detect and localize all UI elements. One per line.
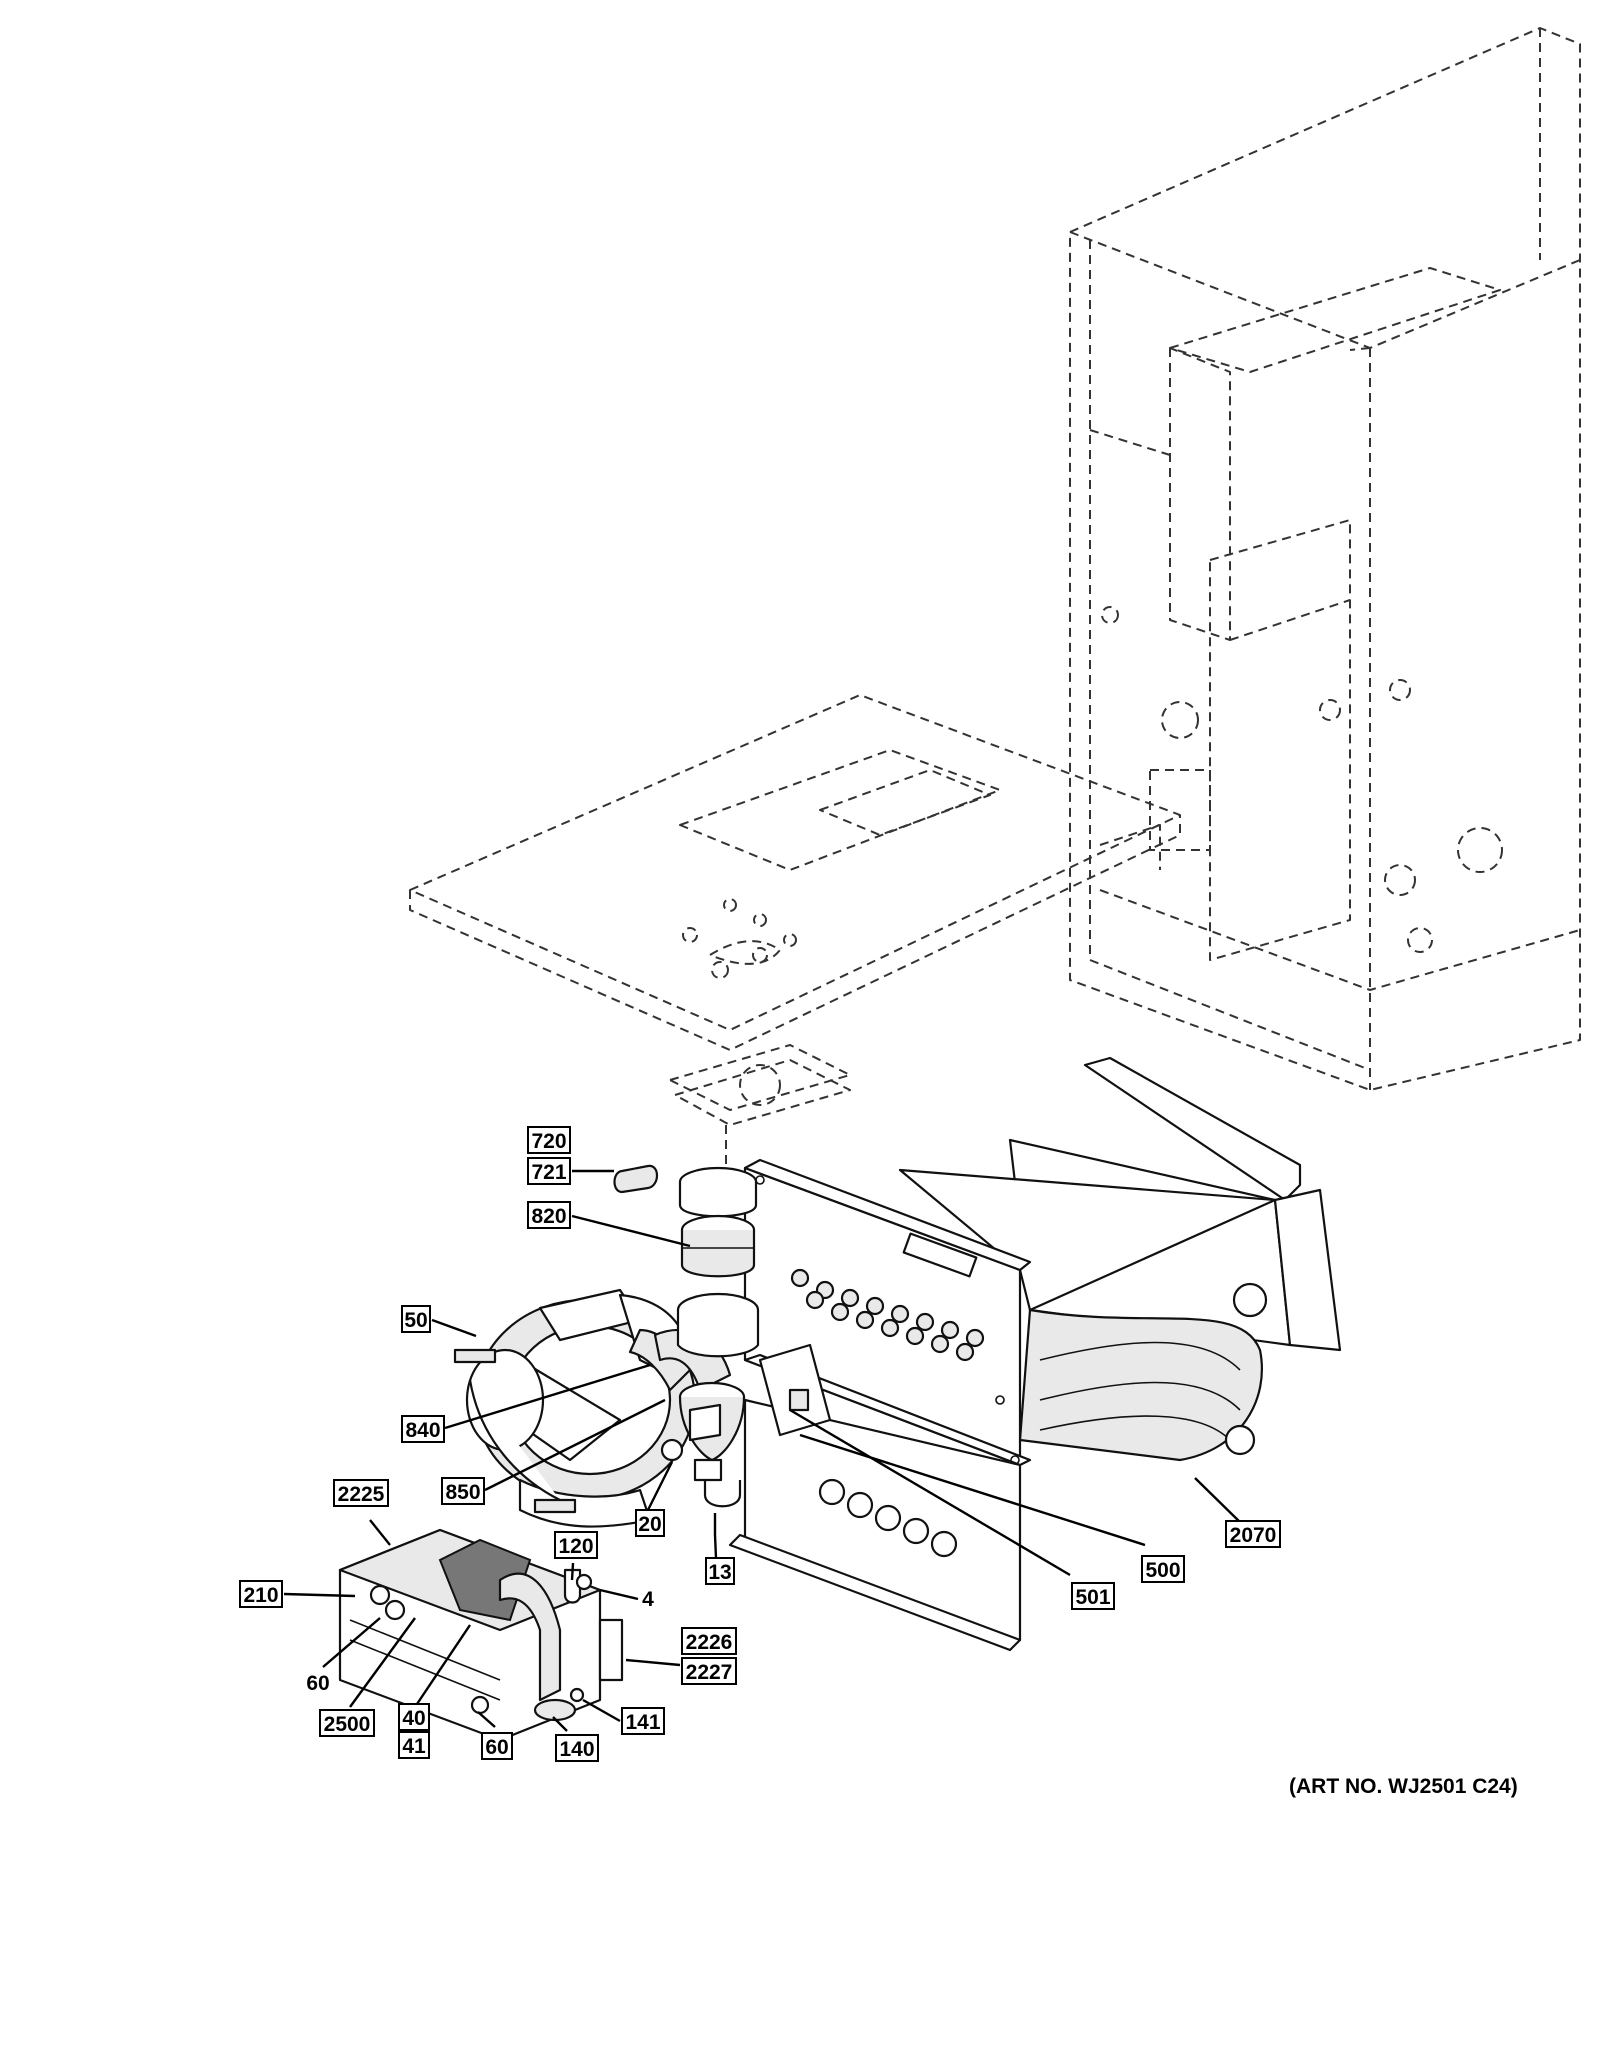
svg-text:4: 4 — [642, 1588, 654, 1611]
callout-500: 500 — [1141, 1555, 1185, 1583]
callout-140: 140 — [555, 1734, 599, 1762]
svg-text:20: 20 — [638, 1513, 661, 1536]
svg-text:721: 721 — [531, 1161, 566, 1184]
callout-60-left: 60 — [306, 1672, 329, 1695]
callout-50: 50 — [401, 1305, 431, 1333]
callout-720: 720 — [527, 1126, 571, 1154]
manifold-fittings — [818, 1478, 958, 1558]
leader-lines — [283, 1169, 1246, 1732]
igniter-part — [613, 1164, 659, 1194]
svg-text:60: 60 — [485, 1736, 508, 1759]
svg-text:140: 140 — [559, 1738, 594, 1761]
svg-text:501: 501 — [1075, 1586, 1110, 1609]
callout-41: 41 — [398, 1731, 430, 1759]
svg-text:50: 50 — [404, 1309, 427, 1332]
cabinet-ghost — [1069, 27, 1581, 1091]
callout-2226: 2226 — [681, 1627, 737, 1655]
callout-2225: 2225 — [333, 1479, 389, 1507]
heat-exchanger — [728, 1056, 1342, 1652]
art-number: (ART NO. WJ2501 C24) — [1289, 1775, 1518, 1798]
base-pan-ghost — [409, 694, 1181, 1180]
callout-40: 40 — [398, 1703, 430, 1731]
callout-820: 820 — [527, 1201, 571, 1229]
callout-13: 13 — [705, 1557, 735, 1585]
burner-ports — [790, 1268, 985, 1362]
svg-text:2225: 2225 — [338, 1483, 385, 1506]
callout-2070: 2070 — [1225, 1520, 1281, 1548]
callout-850: 850 — [441, 1477, 485, 1505]
callout-4: 4 — [642, 1588, 654, 1611]
pressure-switch-box — [660, 1343, 832, 1462]
svg-text:40: 40 — [402, 1707, 425, 1730]
callout-721: 721 — [527, 1157, 571, 1185]
callout-210: 210 — [239, 1580, 283, 1608]
svg-text:2226: 2226 — [686, 1631, 733, 1654]
svg-text:41: 41 — [402, 1735, 426, 1758]
svg-text:210: 210 — [243, 1584, 278, 1607]
svg-text:820: 820 — [531, 1205, 566, 1228]
callout-20: 20 — [635, 1509, 665, 1537]
svg-text:2500: 2500 — [324, 1713, 371, 1736]
callout-840: 840 — [401, 1415, 445, 1443]
callout-2500: 2500 — [319, 1709, 375, 1737]
svg-text:500: 500 — [1145, 1559, 1180, 1582]
svg-text:120: 120 — [558, 1535, 593, 1558]
callout-2227: 2227 — [681, 1657, 737, 1685]
svg-text:2227: 2227 — [686, 1661, 733, 1684]
callout-120: 120 — [554, 1531, 598, 1559]
svg-text:141: 141 — [625, 1711, 660, 1734]
gas-valve-assembly — [338, 1528, 624, 1742]
svg-text:720: 720 — [531, 1130, 566, 1153]
svg-text:2070: 2070 — [1230, 1524, 1277, 1547]
callout-501: 501 — [1071, 1582, 1115, 1610]
svg-text:60: 60 — [306, 1672, 329, 1695]
callout-60-bottom: 60 — [481, 1732, 513, 1760]
inducer-blower — [453, 1288, 732, 1528]
svg-text:13: 13 — [708, 1561, 731, 1584]
callout-141: 141 — [621, 1707, 665, 1735]
svg-text:850: 850 — [445, 1481, 480, 1504]
svg-text:840: 840 — [405, 1419, 440, 1442]
